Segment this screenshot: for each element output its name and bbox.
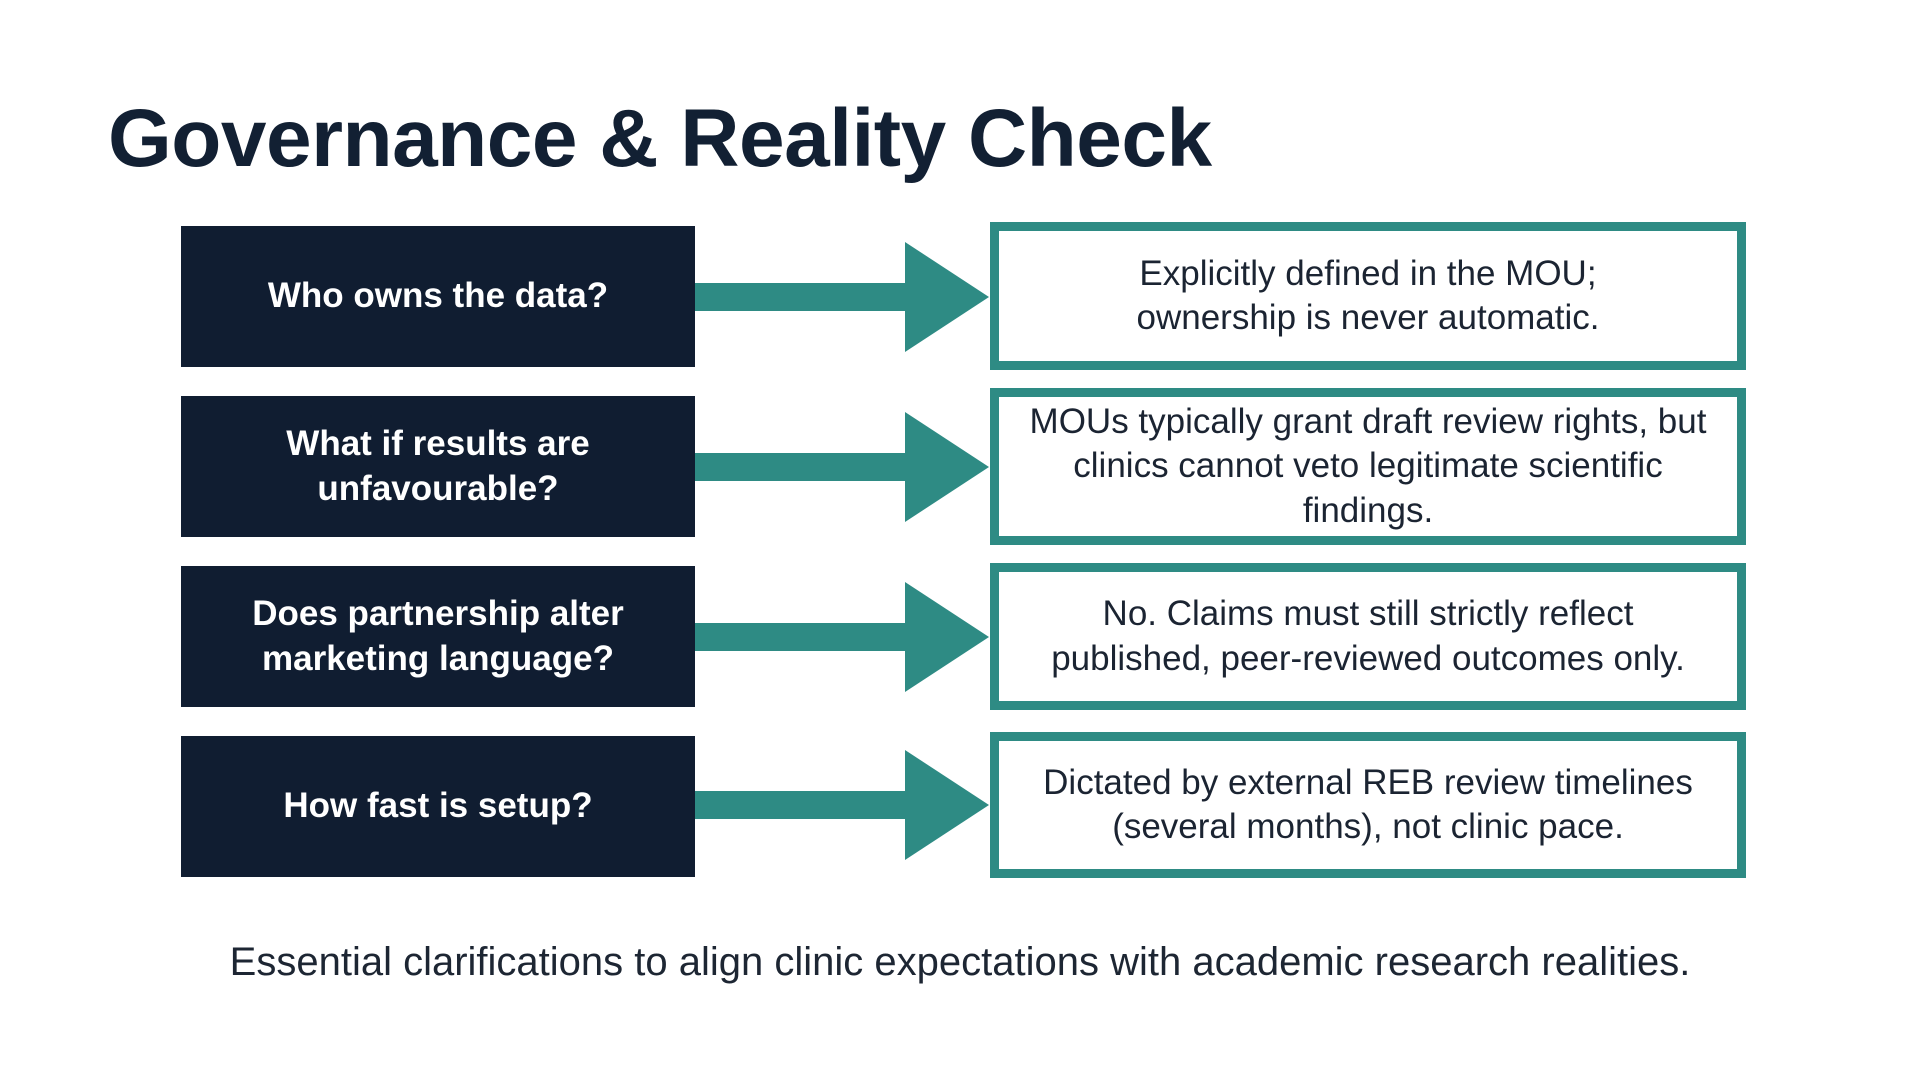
answer-text: MOUs typically grant draft review rights… <box>1029 402 1707 530</box>
question-text: Who owns the data? <box>267 276 609 316</box>
arrow-right-icon <box>695 750 989 860</box>
question-text: How fast is setup? <box>283 786 593 826</box>
footer-caption: Essential clarifications to align clinic… <box>229 940 1691 984</box>
answer-text: Dictated by external REB review timeline… <box>1043 762 1693 846</box>
answer-text: Explicitly defined in the MOU; ownership… <box>1136 253 1600 337</box>
arrow-right-icon <box>695 582 989 692</box>
slide-title: Governance & Reality Check <box>108 93 1212 184</box>
question-text: What if results are unfavourable? <box>286 424 590 508</box>
question-box: What if results are unfavourable? <box>181 396 695 537</box>
arrow-right-icon <box>695 412 989 522</box>
question-box: Who owns the data? <box>181 226 695 367</box>
question-text: Does partnership alter marketing languag… <box>252 594 624 678</box>
arrow-right-icon <box>695 242 989 352</box>
answer-text: No. Claims must still strictly reflect p… <box>1051 594 1685 678</box>
answer-box: No. Claims must still strictly reflect p… <box>990 563 1746 710</box>
answer-box: Explicitly defined in the MOU; ownership… <box>990 222 1746 370</box>
answer-box: MOUs typically grant draft review rights… <box>990 388 1746 545</box>
question-box: How fast is setup? <box>181 736 695 877</box>
question-box: Does partnership alter marketing languag… <box>181 566 695 707</box>
answer-box: Dictated by external REB review timeline… <box>990 732 1746 878</box>
